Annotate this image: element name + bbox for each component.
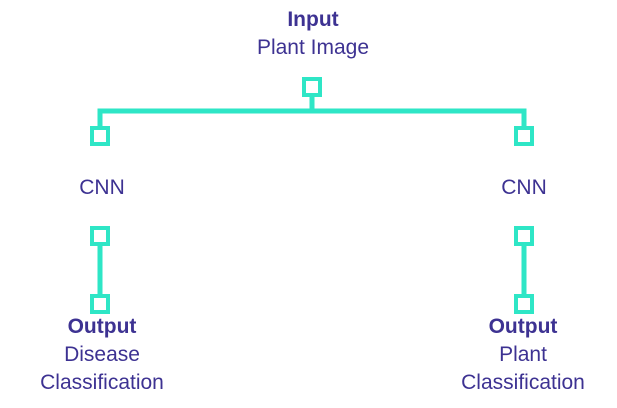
cnn-right-output-port	[514, 226, 534, 246]
cnn-node-right: CNN	[464, 174, 584, 202]
output-left-port	[90, 294, 110, 314]
input-node: Input Plant Image	[213, 6, 413, 62]
output-right-line2: Classification	[461, 371, 585, 394]
output-node-left: Output Disease Classification	[22, 313, 182, 397]
input-text: Plant Image	[256, 36, 370, 59]
output-right-port	[514, 294, 534, 314]
cnn-left-output-port	[90, 226, 110, 246]
output-node-right: Output Plant Classification	[443, 313, 603, 397]
output-right-line1: Plant	[499, 343, 547, 366]
input-port	[302, 77, 322, 97]
cnn-right-input-port	[514, 126, 534, 146]
input-heading: Input	[287, 8, 339, 31]
cnn-right-label: CNN	[501, 176, 547, 199]
output-left-heading: Output	[67, 315, 137, 338]
output-right-heading: Output	[488, 315, 558, 338]
cnn-node-left: CNN	[42, 174, 162, 202]
cnn-left-label: CNN	[79, 176, 125, 199]
cnn-left-input-port	[90, 126, 110, 146]
output-left-line2: Classification	[40, 371, 164, 394]
output-left-line1: Disease	[64, 343, 140, 366]
